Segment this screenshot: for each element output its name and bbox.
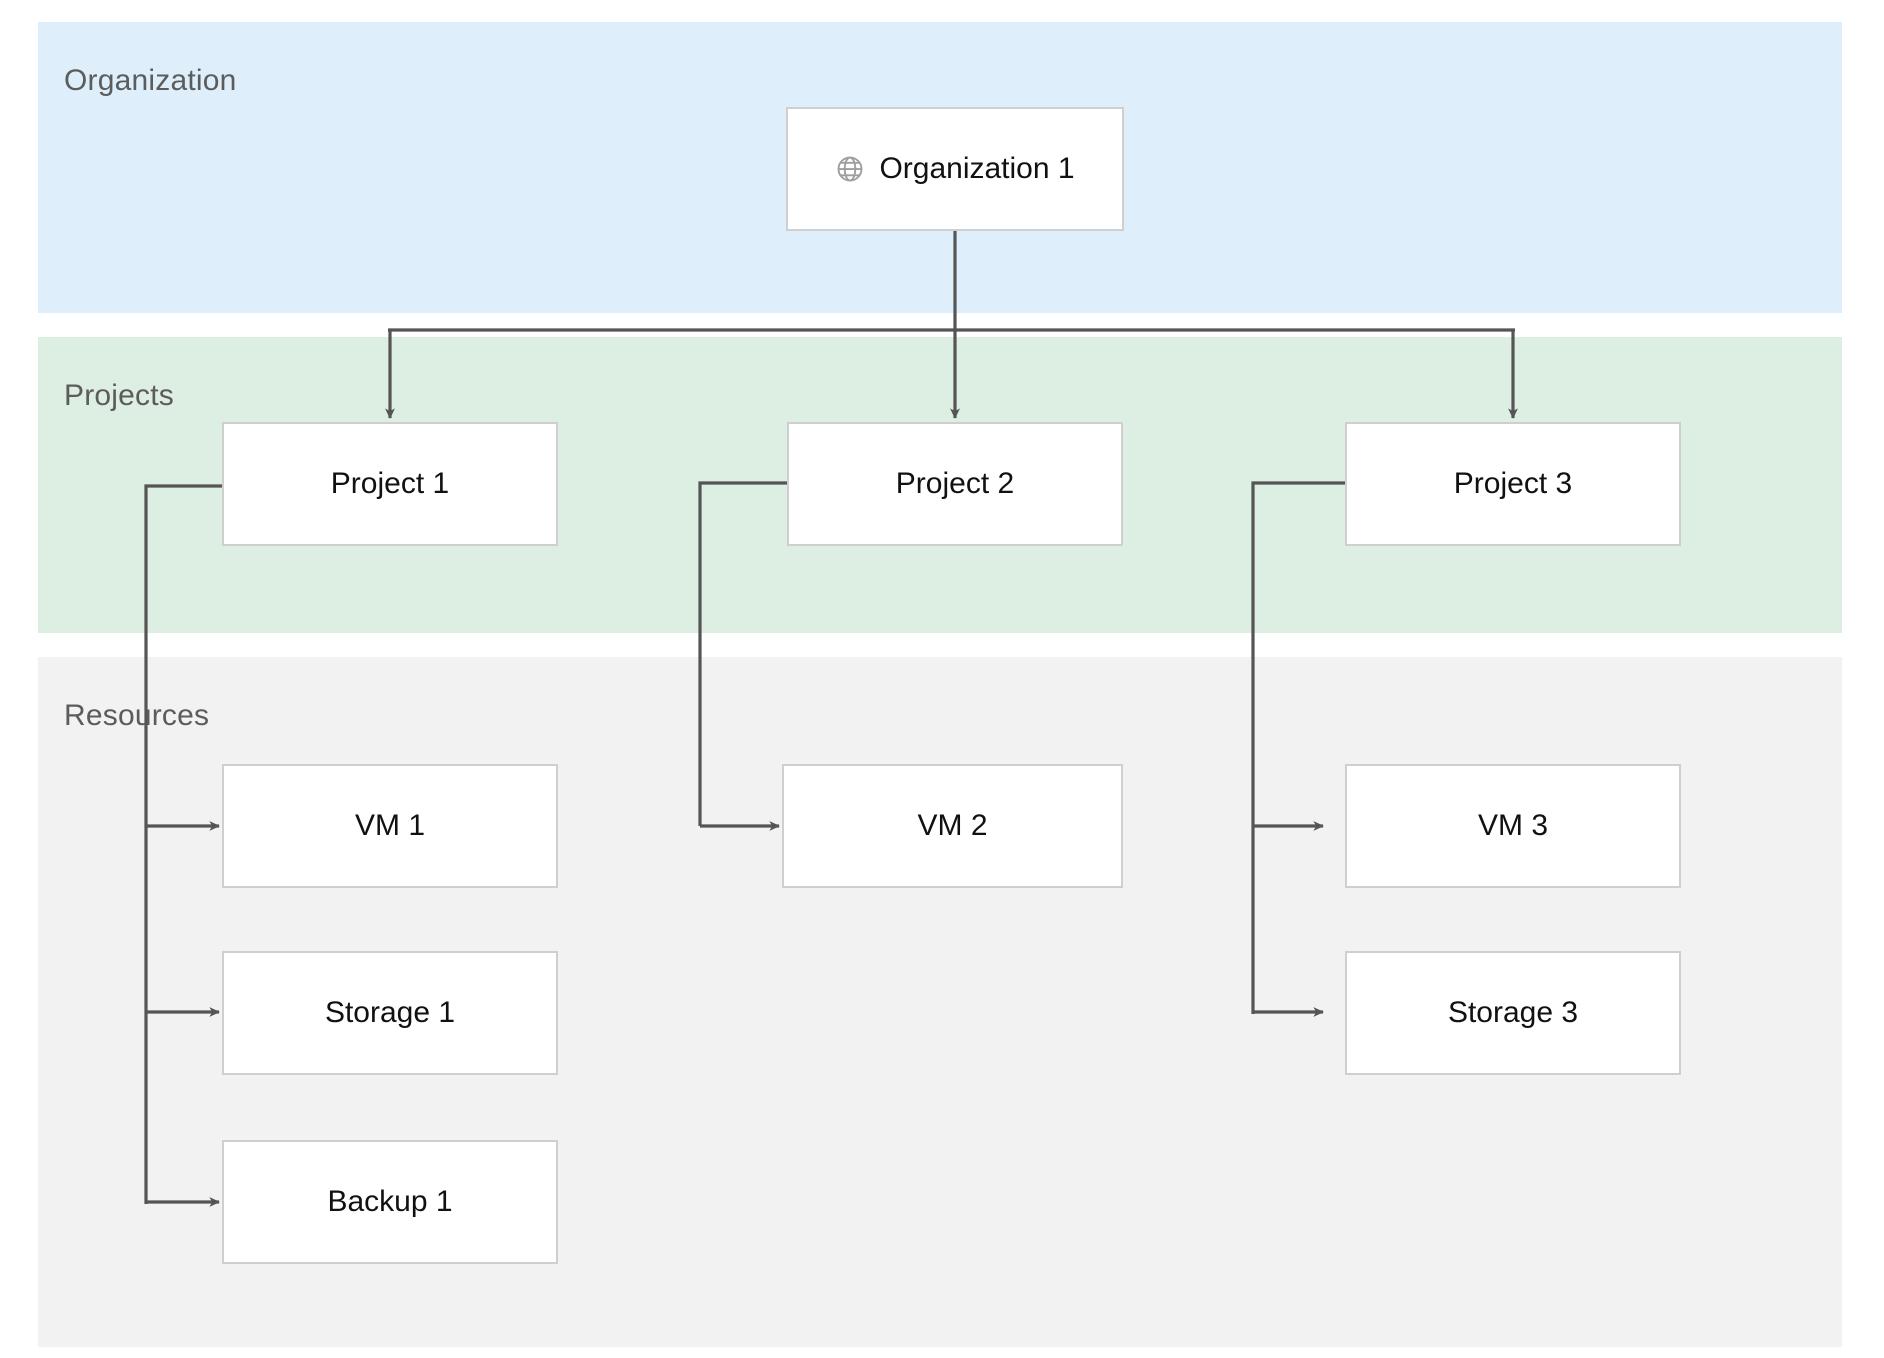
node-storage-3[interactable]: Storage 3 — [1345, 951, 1681, 1075]
node-label-storage-1: Storage 1 — [324, 996, 456, 1029]
node-label-project-3: Project 3 — [1453, 467, 1573, 500]
node-project-3[interactable]: Project 3 — [1345, 422, 1681, 546]
node-vm-1[interactable]: VM 1 — [222, 764, 558, 888]
node-label-vm-3: VM 3 — [1477, 809, 1549, 842]
node-label-project-2: Project 2 — [895, 467, 1015, 500]
node-vm-3[interactable]: VM 3 — [1345, 764, 1681, 888]
node-label-vm-1: VM 1 — [354, 809, 426, 842]
band-label-resources: Resources — [64, 699, 210, 732]
node-storage-1[interactable]: Storage 1 — [222, 951, 558, 1075]
node-vm-2[interactable]: VM 2 — [782, 764, 1123, 888]
band-label-projects: Projects — [64, 379, 174, 412]
node-project-1[interactable]: Project 1 — [222, 422, 558, 546]
globe-icon — [835, 154, 865, 184]
node-label-backup-1: Backup 1 — [327, 1185, 453, 1218]
band-label-organization: Organization — [64, 64, 237, 97]
node-label-organization-1: Organization 1 — [879, 152, 1075, 185]
node-backup-1[interactable]: Backup 1 — [222, 1140, 558, 1264]
node-project-2[interactable]: Project 2 — [787, 422, 1123, 546]
node-label-storage-3: Storage 3 — [1447, 996, 1579, 1029]
node-organization-1[interactable]: Organization 1 — [786, 107, 1124, 231]
node-label-project-1: Project 1 — [330, 467, 450, 500]
node-label-vm-2: VM 2 — [917, 809, 988, 842]
